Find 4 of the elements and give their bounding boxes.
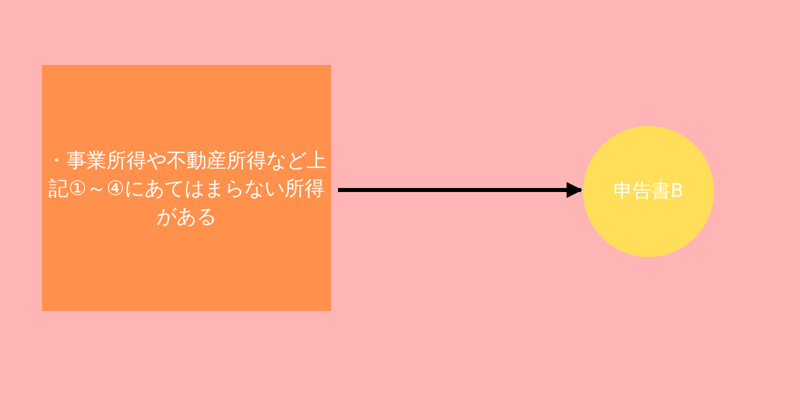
process-box [42, 65, 331, 311]
arrow [338, 182, 583, 198]
node-label: 申告書B [612, 179, 685, 204]
node-label: ・事業所得や不動産所得など上記①～④にあてはまらない所得がある [46, 147, 328, 230]
